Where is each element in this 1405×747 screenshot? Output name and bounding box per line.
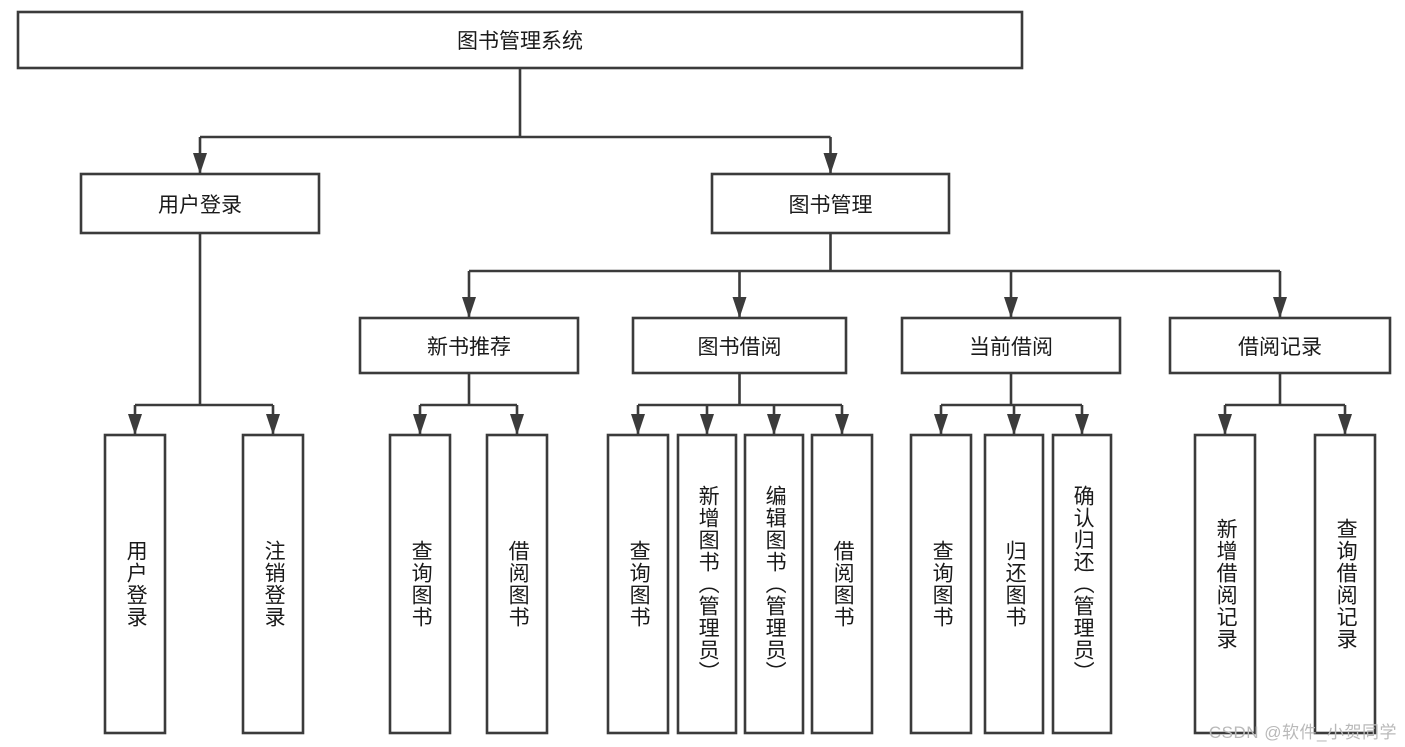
node-box-leaf-add-record[interactable] — [1193, 433, 1257, 735]
box-layer — [16, 10, 1392, 735]
arrow-head-leaf-confirm-return — [1075, 414, 1089, 435]
connector-layer — [128, 68, 1352, 435]
arrow-head-leaf-query-book-bor — [631, 414, 645, 435]
arrow-head-leaf-add-book — [700, 414, 714, 435]
node-box-borrow-record[interactable] — [1168, 316, 1392, 375]
arrow-head-leaf-add-record — [1218, 414, 1232, 435]
arrow-head-new-book-recommend — [462, 297, 476, 318]
arrow-head-book-borrow — [732, 297, 747, 318]
node-box-user-login[interactable] — [79, 172, 321, 235]
node-box-leaf-return-book[interactable] — [983, 433, 1045, 735]
node-box-leaf-add-book[interactable] — [676, 433, 738, 735]
arrow-head-leaf-borrow-book-rec — [510, 414, 524, 435]
arrow-head-user-login — [193, 153, 207, 174]
node-box-book-manage[interactable] — [710, 172, 951, 235]
node-box-new-book-recommend[interactable] — [358, 316, 580, 375]
node-box-leaf-confirm-return[interactable] — [1051, 433, 1113, 735]
arrow-head-borrow-record — [1273, 297, 1287, 318]
arrow-head-leaf-logout — [266, 414, 280, 435]
node-box-leaf-query-book-bor[interactable] — [606, 433, 670, 735]
arrow-head-current-borrow — [1004, 297, 1018, 318]
node-box-leaf-query-record[interactable] — [1313, 433, 1377, 735]
arrow-head-leaf-query-book-cur — [934, 414, 948, 435]
node-box-root[interactable] — [16, 10, 1024, 70]
node-box-leaf-query-book-cur[interactable] — [909, 433, 973, 735]
arrow-head-leaf-user-login — [128, 414, 142, 435]
arrow-head-book-manage — [823, 153, 838, 174]
node-box-leaf-user-login[interactable] — [103, 433, 167, 735]
arrow-head-leaf-borrow-book-bor — [835, 414, 849, 435]
node-box-leaf-borrow-book-bor[interactable] — [810, 433, 874, 735]
arrow-head-leaf-query-record — [1338, 414, 1352, 435]
arrow-head-leaf-edit-book — [767, 414, 781, 435]
node-box-leaf-edit-book[interactable] — [743, 433, 805, 735]
node-box-leaf-query-book-rec[interactable] — [388, 433, 452, 735]
node-box-leaf-logout[interactable] — [241, 433, 305, 735]
node-box-book-borrow[interactable] — [631, 316, 848, 375]
arrow-head-leaf-return-book — [1007, 414, 1021, 435]
node-box-leaf-borrow-book-rec[interactable] — [485, 433, 549, 735]
node-box-current-borrow[interactable] — [900, 316, 1122, 375]
arrow-head-leaf-query-book-rec — [413, 414, 427, 435]
